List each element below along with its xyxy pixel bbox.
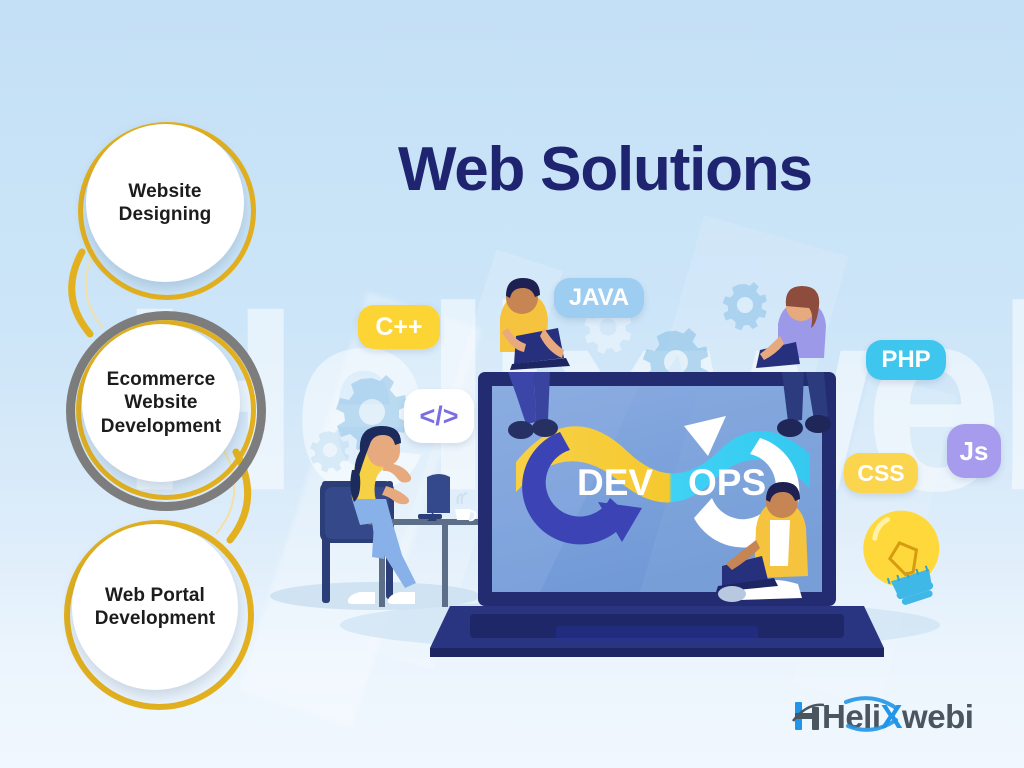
tech-chip-label: C++: [375, 312, 423, 341]
service-bubble-1[interactable]: Website Designing: [86, 124, 244, 282]
service-bubble-label-2: Ecommerce Website Development: [100, 369, 222, 437]
service-bubble-label-1: Website Designing: [118, 180, 212, 225]
illustration-person-desk: [320, 425, 502, 607]
service-bubble-label-3: Web Portal Development: [94, 584, 216, 629]
brand-logo[interactable]: HeliXwebi: [792, 694, 974, 738]
service-bubble-3[interactable]: Web Portal Development: [72, 524, 238, 690]
illustration-person-floor: [716, 482, 808, 602]
tech-chip-php[interactable]: PHP: [866, 340, 946, 380]
service-bubble-chain: Website Designing Ecommerce Website Deve…: [0, 0, 340, 768]
tech-chip-java[interactable]: JAVA: [554, 278, 644, 318]
logo-text: HeliXwebi: [822, 697, 974, 735]
tech-chip-label: CSS: [857, 459, 905, 486]
devops-label-ops: OPS: [688, 462, 766, 503]
tech-chip-code[interactable]: </>: [404, 389, 474, 443]
tech-chip-js[interactable]: Js: [947, 424, 1001, 478]
service-bubble-2[interactable]: Ecommerce Website Development: [82, 324, 240, 482]
lightbulb-icon: [863, 510, 940, 605]
background-light-sweep: [792, 373, 958, 707]
tech-chip-label: Js: [959, 435, 989, 466]
background-light-sweep: [621, 215, 849, 545]
tech-chip-cpp[interactable]: C++: [358, 305, 440, 349]
tech-chip-label: JAVA: [568, 284, 630, 311]
logo-h-icon: [792, 702, 824, 730]
illustration-person-lid-right: [756, 286, 831, 437]
tech-chip-label: PHP: [881, 346, 931, 373]
tech-chip-label: </>: [419, 400, 459, 431]
devops-label-dev: DEV: [577, 462, 653, 503]
tech-chip-css[interactable]: CSS: [844, 453, 918, 493]
page-title: Web Solutions: [398, 135, 813, 204]
illustration-laptop: [430, 372, 884, 657]
